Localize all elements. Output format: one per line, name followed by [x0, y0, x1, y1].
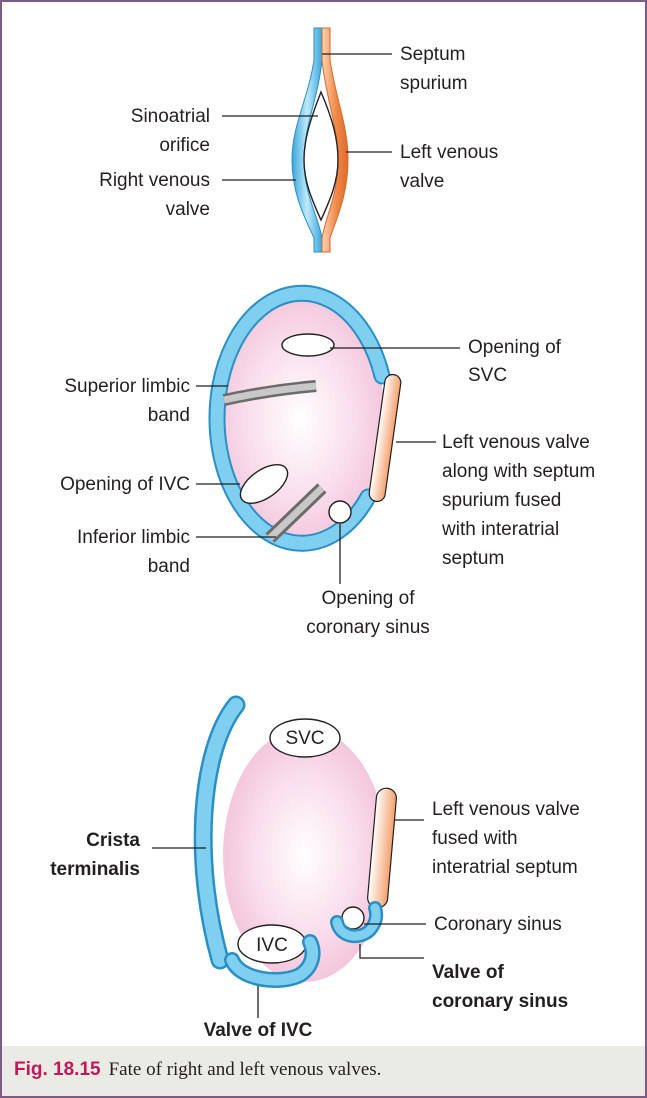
label-left-venous-valve-fused-3-1: Left venous valve — [432, 799, 580, 820]
label-opening-ivc: Opening of IVC — [60, 474, 190, 495]
label-sinoatrial-orifice-2: orifice — [159, 135, 210, 156]
caption-figure-number: Fig. 18.15 — [14, 1059, 101, 1080]
venous-valves-diagram: Septum spurium Sinoatrial orifice Left v… — [0, 0, 647, 1046]
label-right-venous-valve-2: valve — [166, 199, 210, 220]
label-right-venous-valve-1: Right venous — [99, 170, 210, 191]
label-left-venous-valve-2: valve — [400, 171, 444, 192]
label-opening-svc-2: SVC — [468, 365, 507, 386]
label-crista-terminalis-1: Crista — [86, 830, 140, 851]
caption-text: Fate of right and left venous valves. — [109, 1059, 382, 1080]
label-valve-coronary-sinus-1: Valve of — [432, 962, 504, 983]
label-opening-coronary-sinus-2: coronary sinus — [306, 617, 430, 638]
label-opening-svc-1: Opening of — [468, 337, 562, 358]
opening-coronary-sinus-2 — [329, 501, 351, 523]
label-coronary-sinus: Coronary sinus — [434, 914, 562, 935]
label-opening-coronary-sinus-1: Opening of — [322, 588, 416, 609]
opening-svc-2 — [282, 334, 334, 356]
label-left-venous-valve-fused-3-3: interatrial septum — [432, 857, 578, 878]
label-sinoatrial-orifice-1: Sinoatrial — [131, 106, 210, 127]
label-inferior-limbic-band-1: Inferior limbic — [77, 527, 190, 548]
label-superior-limbic-band-2: band — [148, 405, 190, 426]
label-left-venous-valve-fused-2-3: spurium fused — [442, 490, 561, 511]
label-valve-coronary-sinus-2: coronary sinus — [432, 991, 568, 1012]
label-superior-limbic-band-1: Superior limbic — [64, 376, 190, 397]
label-left-venous-valve-fused-3-2: fused with — [432, 828, 518, 849]
label-left-venous-valve-fused-2-2: along with septum — [442, 461, 595, 482]
label-left-venous-valve-1: Left venous — [400, 142, 498, 163]
label-septum-spurium-2: spurium — [400, 73, 468, 94]
label-crista-terminalis-2: terminalis — [50, 859, 140, 880]
panel-3-atrium: SVC IVC Left venous valve fused with int… — [50, 705, 580, 1041]
label-ivc: IVC — [256, 935, 288, 956]
label-inferior-limbic-band-2: band — [148, 556, 190, 577]
label-left-venous-valve-fused-2-4: with interatrial — [441, 519, 559, 540]
panel-1-sinoatrial-orifice: Septum spurium Sinoatrial orifice Left v… — [99, 28, 498, 252]
label-left-venous-valve-fused-2-1: Left venous valve — [442, 432, 590, 453]
label-septum-spurium-1: Septum — [400, 44, 465, 65]
panel-2-atrium: Opening of SVC Superior limbic band Left… — [60, 293, 595, 638]
label-svc: SVC — [285, 728, 324, 749]
label-valve-of-ivc: Valve of IVC — [204, 1020, 313, 1041]
label-left-venous-valve-fused-2-5: septum — [442, 548, 504, 569]
figure-caption: Fig. 18.15 Fate of right and left venous … — [2, 1046, 645, 1096]
